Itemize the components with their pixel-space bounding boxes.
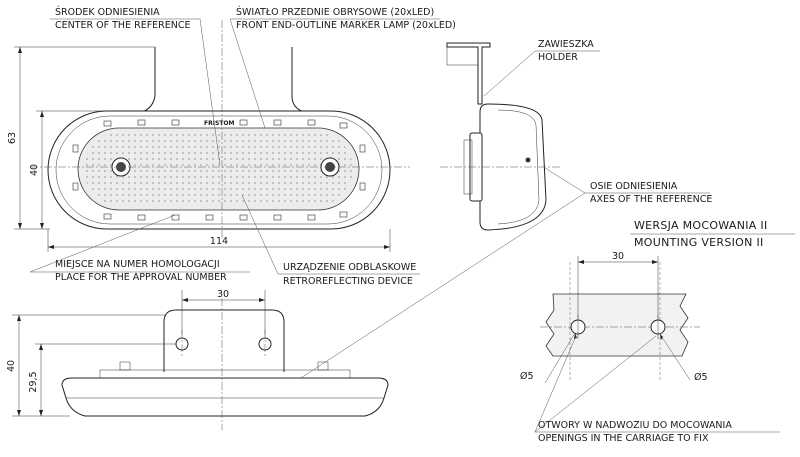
label-holder-pl: ZAWIESZKA — [538, 39, 594, 50]
dim-hole-spacing: 30 — [217, 289, 229, 300]
holder-bracket — [446, 42, 491, 105]
dim-hole-dia-right: Ø5 — [694, 372, 708, 383]
brand-logo-text: FRISTOM — [204, 120, 234, 127]
mounting-plate — [540, 262, 700, 380]
bottom-body — [61, 377, 389, 417]
mounting-panel — [545, 293, 689, 357]
bottom-view — [61, 298, 389, 430]
reflector-pattern — [84, 132, 353, 206]
front-dimensions: 63 40 114 — [7, 46, 391, 252]
mounting-version: WERSJA MOCOWANIA II MOUNTING VERSION II — [630, 219, 795, 249]
side-view — [440, 42, 560, 231]
label-axes-en: AXES OF THE REFERENCE — [590, 194, 712, 205]
housing-inner-outline — [55, 115, 383, 225]
label-openings-en: OPENINGS IN THE CARRIAGE TO FIX — [538, 433, 709, 444]
version-title-pl: WERSJA MOCOWANIA II — [634, 219, 768, 232]
dim-hole-dia-left: Ø5 — [520, 371, 534, 382]
dim-length: 114 — [210, 236, 228, 247]
bottom-bracket — [163, 309, 285, 372]
mounting-dimensions: 30 Ø5 Ø5 — [520, 251, 708, 384]
front-view: FRISTOM — [30, 20, 410, 240]
side-axis-point — [525, 157, 531, 163]
dim-side-height: 40 — [6, 360, 17, 372]
dim-lens-height: 40 — [29, 164, 40, 176]
openings-labels: OTWORY W NADWOZIU DO MOCOWANIA OPENINGS … — [534, 335, 780, 444]
dim-total-height: 63 — [7, 132, 18, 144]
front-bracket — [141, 47, 305, 113]
dim-side-mid-height: 29,5 — [28, 371, 39, 392]
label-holder-en: HOLDER — [538, 52, 578, 63]
dim-mount-spacing: 30 — [612, 251, 624, 262]
label-lamp-en: FRONT END-OUTLINE MARKER LAMP (20xLED) — [236, 20, 456, 31]
bottom-dimensions: 30 40 29,5 — [6, 289, 266, 417]
label-lamp-pl: ŚWIATŁO PRZEDNIE OBRYSOWE (20xLED) — [236, 6, 434, 18]
side-labels: ZAWIESZKA HOLDER OSIE ODNIESIENIA AXES O… — [269, 39, 712, 399]
label-retro-pl: URZĄDZENIE ODBLASKOWE — [283, 262, 416, 273]
front-labels: ŚRODEK ODNIESIENIA CENTER OF THE REFEREN… — [29, 6, 456, 287]
label-reference-center-en: CENTER OF THE REFERENCE — [55, 20, 191, 31]
label-axes-pl: OSIE ODNIESIENIA — [590, 181, 678, 192]
label-approval-pl: MIEJSCE NA NUMER HOMOLOGACJI — [55, 259, 220, 270]
label-approval-en: PLACE FOR THE APPROVAL NUMBER — [55, 272, 227, 283]
version-title-en: MOUNTING VERSION II — [634, 236, 764, 249]
led-markers — [72, 119, 366, 221]
label-openings-pl: OTWORY W NADWOZIU DO MOCOWANIA — [538, 420, 732, 431]
label-reference-center-pl: ŚRODEK ODNIESIENIA — [55, 6, 160, 18]
label-retro-en: RETROREFLECTING DEVICE — [283, 276, 413, 287]
